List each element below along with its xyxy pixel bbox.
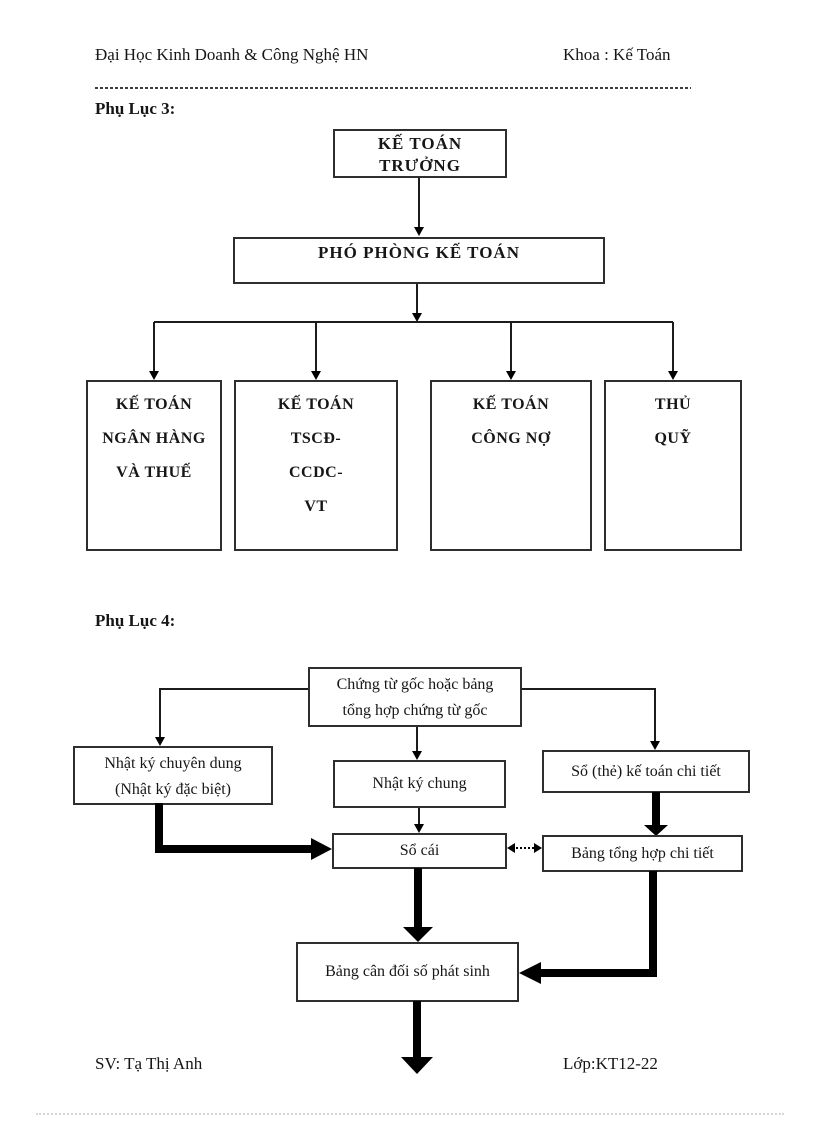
box-detail-summary-label: Bảng tổng hợp chi tiết xyxy=(571,844,714,862)
conn-source-left-v xyxy=(159,688,161,737)
box-cashier: THỦ QUỸ xyxy=(604,380,742,551)
box-special-journal-label: Nhật ký chuyên dung (Nhật ký đặc biệt) xyxy=(104,755,242,798)
box-deputy-chief: PHÓ PHÒNG KẾ TOÁN xyxy=(233,237,605,284)
drop-head-2 xyxy=(311,371,321,380)
thick-special-to-ledger-head xyxy=(311,838,332,860)
box-detail-ledger-label: Sổ (thẻ) kế toán chi tiết xyxy=(571,762,721,780)
thick-detail-to-summary-head xyxy=(644,825,668,836)
box-general-journal: Nhật ký chung xyxy=(333,760,506,808)
thick-special-to-ledger-v xyxy=(155,803,163,853)
box-general-journal-label: Nhật ký chung xyxy=(372,775,467,792)
box-fixed-assets-accounting: KẾ TOÁN TSCĐ- CCDC- VT xyxy=(234,380,398,551)
appendix3-heading: Phụ Lục 3: xyxy=(95,99,176,118)
box-liabilities-accounting: KẾ TOÁN CÔNG NỢ xyxy=(430,380,592,551)
thick-balance-down-head xyxy=(401,1057,433,1074)
box-general-ledger-label: Sổ cái xyxy=(399,842,440,859)
thick-summary-to-balance-h xyxy=(541,969,657,977)
conn-source-right-head xyxy=(650,741,660,750)
conn-source-mid-v xyxy=(416,727,418,751)
arrow-deputy-to-branch-line xyxy=(416,284,418,313)
drop-head-1 xyxy=(149,371,159,380)
conn-source-left-head xyxy=(155,737,165,746)
thick-summary-to-balance-head xyxy=(519,962,541,984)
box-liabilities-accounting-label: KẾ TOÁN CÔNG NỢ xyxy=(471,396,551,447)
box-detail-ledger: Sổ (thẻ) kế toán chi tiết xyxy=(542,750,750,793)
header-rule xyxy=(95,87,691,89)
box-special-journal: Nhật ký chuyên dung (Nhật ký đặc biệt) xyxy=(73,746,273,805)
drop-line-1 xyxy=(153,322,155,372)
conn-source-right-v xyxy=(654,688,656,741)
box-fixed-assets-accounting-label: KẾ TOÁN TSCĐ- CCDC- VT xyxy=(277,396,355,515)
header-faculty: Khoa : Kế Toán xyxy=(563,45,671,64)
thick-balance-down-bar xyxy=(413,1001,421,1057)
appendix4-heading: Phụ Lục 4: xyxy=(95,611,176,630)
footer-class: Lớp:KT12-22 xyxy=(563,1054,658,1073)
footer-student: SV: Tạ Thị Anh xyxy=(95,1054,203,1073)
thick-ledger-to-balance-head xyxy=(403,927,433,942)
branch-connector-line xyxy=(154,321,673,323)
drop-line-2 xyxy=(315,322,317,372)
thick-detail-to-summary-bar xyxy=(652,792,660,825)
box-bank-tax-accounting-label: KẾ TOÁN NGÂN HÀNG VÀ THUẾ xyxy=(102,396,206,481)
box-cashier-label: THỦ QUỸ xyxy=(654,396,692,447)
conn-journal-to-ledger-head xyxy=(414,824,424,833)
arrow-chief-to-deputy-line xyxy=(418,178,420,227)
drop-head-3 xyxy=(506,371,516,380)
box-trial-balance-label: Bảng cân đối số phát sinh xyxy=(325,963,490,980)
conn-source-left-h xyxy=(160,688,308,690)
dotted-ledger-summary-line xyxy=(513,847,537,849)
box-deputy-chief-label: PHÓ PHÒNG KẾ TOÁN xyxy=(318,243,520,262)
page-bottom-rule xyxy=(36,1113,784,1115)
box-bank-tax-accounting: KẾ TOÁN NGÂN HÀNG VÀ THUẾ xyxy=(86,380,222,551)
conn-source-mid-head xyxy=(412,751,422,760)
dotted-ledger-summary-head-right xyxy=(534,843,542,853)
drop-head-4 xyxy=(668,371,678,380)
box-chief-accountant-label: KẾ TOÁN TRƯỞNG xyxy=(377,134,463,175)
box-chief-accountant: KẾ TOÁN TRƯỞNG xyxy=(333,129,507,178)
dotted-ledger-summary-head-left xyxy=(507,843,515,853)
arrow-chief-to-deputy-head xyxy=(414,227,424,236)
box-source-documents: Chứng từ gốc hoặc bảng tổng hợp chứng từ… xyxy=(308,667,522,727)
box-detail-summary: Bảng tổng hợp chi tiết xyxy=(542,835,743,872)
box-trial-balance: Bảng cân đối số phát sinh xyxy=(296,942,519,1002)
box-general-ledger: Sổ cái xyxy=(332,833,507,869)
thick-ledger-to-balance-bar xyxy=(414,868,422,927)
thick-summary-to-balance-v xyxy=(649,871,657,973)
header-university: Đại Học Kinh Doanh & Công Nghệ HN xyxy=(95,45,369,64)
drop-line-4 xyxy=(672,322,674,372)
arrow-deputy-to-branch-head xyxy=(412,313,422,322)
thick-special-to-ledger-h xyxy=(155,845,311,853)
box-source-documents-label: Chứng từ gốc hoặc bảng tổng hợp chứng từ… xyxy=(336,676,494,719)
conn-journal-to-ledger-line xyxy=(418,808,420,824)
drop-line-3 xyxy=(510,322,512,372)
conn-source-right-h xyxy=(522,688,656,690)
